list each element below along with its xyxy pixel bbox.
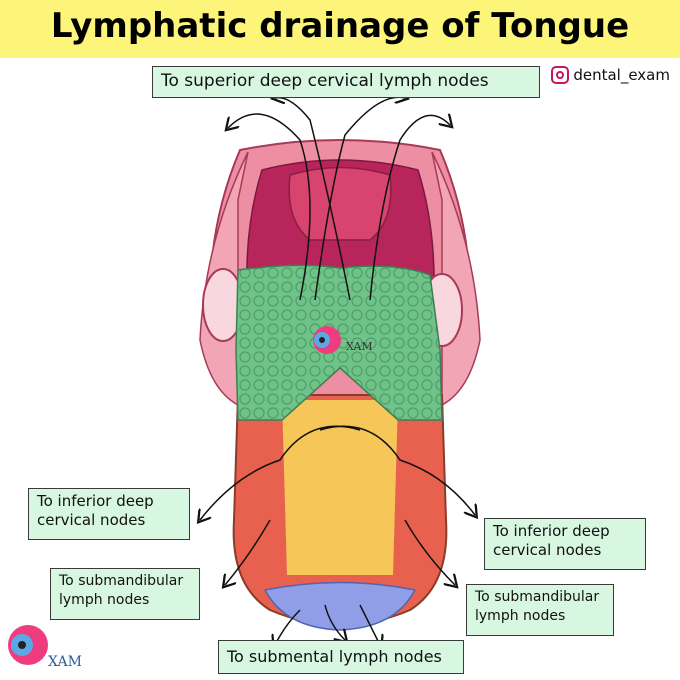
label-submandibular-right-line2: lymph nodes <box>475 608 566 624</box>
page-title: Lymphatic drainage of Tongue <box>50 6 630 46</box>
label-submandibular-left-line2: lymph nodes <box>59 592 150 608</box>
exam-logo-corner: XAM <box>8 625 82 670</box>
label-inferior-right: To inferior deep cervical nodes <box>484 518 646 570</box>
instagram-handle: dental_exam <box>551 66 670 84</box>
title-bar <box>0 0 680 58</box>
label-inferior-left-line2: cervical nodes <box>37 511 146 529</box>
logo-text-corner: XAM <box>48 654 82 670</box>
exam-logo-center: XAM <box>313 326 373 354</box>
submandibular-arrows <box>225 519 455 585</box>
label-submandibular-right: To submandibular lymph nodes <box>466 584 614 636</box>
label-superior: To superior deep cervical lymph nodes <box>152 66 540 98</box>
label-superior-text: To superior deep cervical lymph nodes <box>161 71 489 91</box>
label-submandibular-left: To submandibular lymph nodes <box>50 568 200 620</box>
label-inferior-left: To inferior deep cervical nodes <box>28 488 190 540</box>
watermark-text: dental_exam <box>573 66 670 84</box>
label-submandibular-left-line1: To submandibular <box>59 573 184 589</box>
epiglottis <box>288 166 392 241</box>
instagram-icon <box>551 66 570 84</box>
label-submandibular-right-line1: To submandibular <box>475 589 600 605</box>
label-submental: To submental lymph nodes <box>218 640 464 674</box>
label-inferior-right-line1: To inferior deep <box>493 522 610 540</box>
tongue-central-region <box>282 400 398 575</box>
label-submental-text: To submental lymph nodes <box>227 647 442 666</box>
label-inferior-right-line2: cervical nodes <box>493 541 602 559</box>
superior-arrows <box>228 97 450 301</box>
tongue-tip-region <box>263 581 417 631</box>
logo-text-center: XAM <box>346 340 373 353</box>
label-inferior-left-line1: To inferior deep <box>37 492 154 510</box>
inferior-arrows <box>200 425 475 520</box>
